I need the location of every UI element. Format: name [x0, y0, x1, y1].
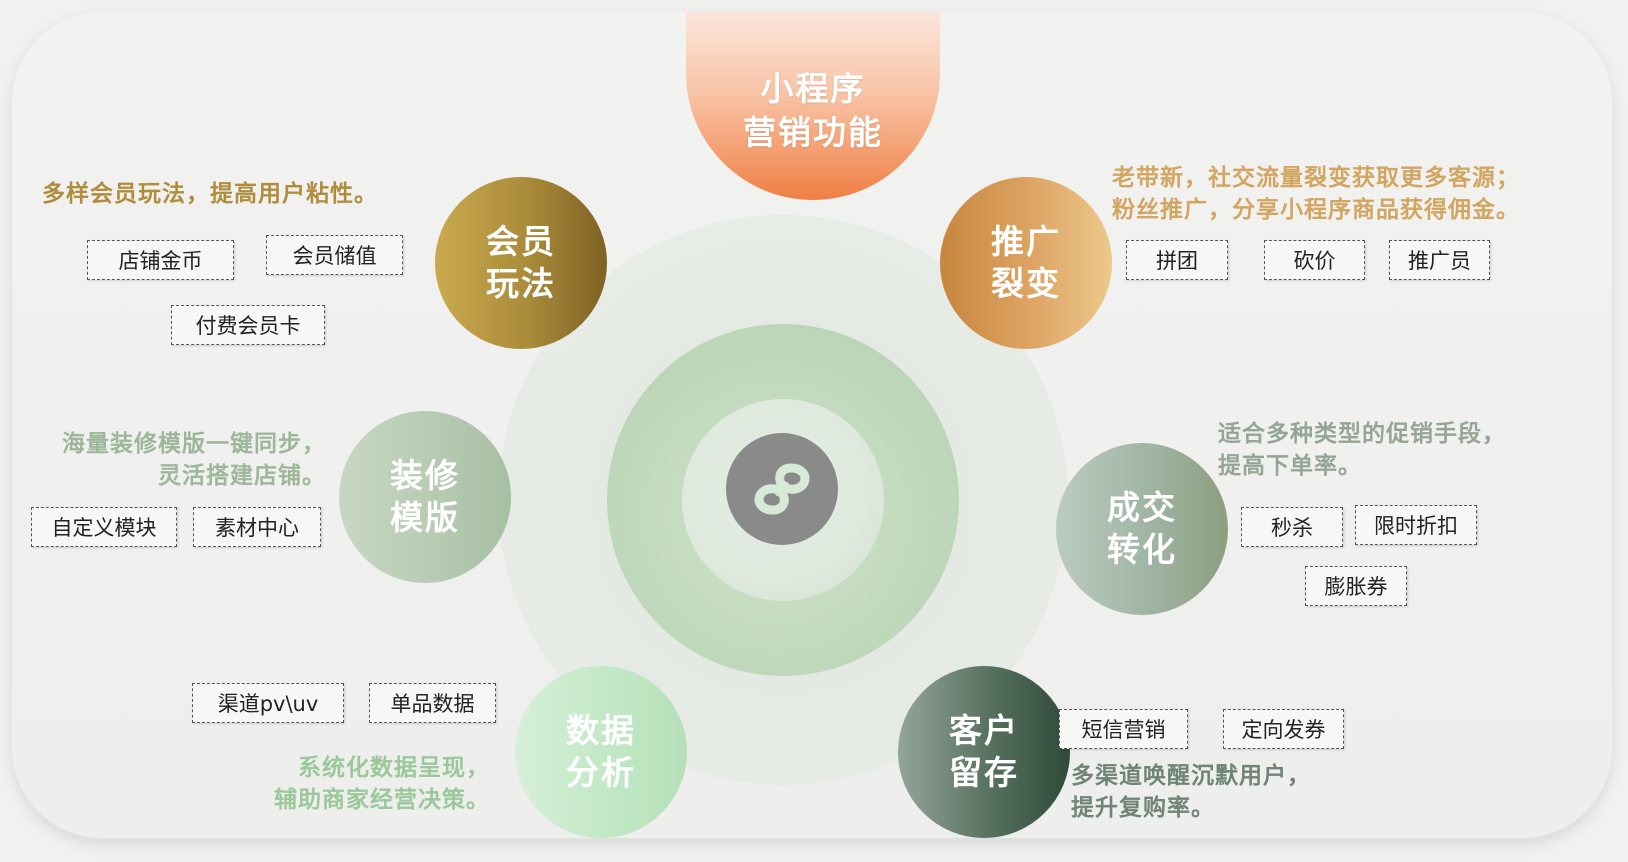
member-node-line-1: 会员 [486, 222, 556, 261]
promo-description-line-2: 粉丝推广，分享小程序商品获得佣金。 [1112, 197, 1520, 223]
title-line-2: 营销功能 [743, 113, 883, 152]
promo-node: 推广 裂变 [940, 177, 1112, 349]
tag-targeted-coupon: 定向发券 [1223, 709, 1344, 749]
promo-node-line-2: 裂变 [991, 264, 1061, 303]
title-line-1: 小程序 [760, 69, 866, 108]
data-analysis-description-line-2: 辅助商家经营决策。 [274, 787, 490, 813]
customer-retention-description-line-1: 多渠道唤醒沉默用户， [1071, 763, 1311, 789]
member-description-line: 多样会员玩法，提高用户粘性。 [42, 181, 378, 207]
tag-expand-coupon: 膨胀券 [1305, 566, 1407, 606]
conversion-description-line-2: 提高下单率。 [1218, 453, 1362, 479]
data-analysis-node-line-2: 分析 [566, 753, 636, 792]
template-node-line-1: 装修 [390, 456, 460, 495]
tag-group-buy: 拼团 [1126, 240, 1228, 280]
member-description: 多样会员玩法，提高用户粘性。 [42, 178, 378, 210]
conversion-description-line-1: 适合多种类型的促销手段， [1218, 421, 1506, 447]
promo-description-line-1: 老带新，社交流量裂变获取更多客源； [1112, 165, 1520, 191]
member-node-line-2: 玩法 [486, 264, 556, 303]
template-node: 装修 模版 [339, 411, 511, 583]
conversion-description: 适合多种类型的促销手段， 提高下单率。 [1218, 418, 1506, 482]
template-description-line-2: 灵活搭建店铺。 [158, 463, 326, 489]
promo-description: 老带新，社交流量裂变获取更多客源； 粉丝推广，分享小程序商品获得佣金。 [1112, 162, 1520, 226]
member-node: 会员 玩法 [435, 177, 607, 349]
tag-paid-member-card: 付费会员卡 [171, 305, 325, 345]
conversion-node-line-2: 转化 [1107, 530, 1177, 569]
tag-custom-module: 自定义模块 [31, 507, 177, 547]
tag-channel-pv-uv: 渠道pv\uv [192, 683, 344, 723]
customer-retention-node: 客户 留存 [898, 666, 1070, 838]
tag-material-center: 素材中心 [193, 507, 321, 547]
customer-retention-node-line-2: 留存 [949, 753, 1019, 792]
conversion-node: 成交 转化 [1056, 443, 1228, 615]
customer-retention-description-line-2: 提升复购率。 [1071, 795, 1215, 821]
customer-retention-node-line-1: 客户 [949, 711, 1019, 750]
tag-store-coins: 店铺金币 [87, 240, 234, 280]
customer-retention-description: 多渠道唤醒沉默用户， 提升复购率。 [1071, 760, 1311, 824]
data-analysis-node: 数据 分析 [515, 666, 687, 838]
mini-program-logo-icon [726, 433, 838, 545]
tag-promoter: 推广员 [1389, 240, 1490, 280]
conversion-node-line-1: 成交 [1107, 488, 1177, 527]
data-analysis-description: 系统化数据呈现， 辅助商家经营决策。 [160, 752, 490, 816]
data-analysis-node-line-1: 数据 [566, 711, 636, 750]
tag-bargain: 砍价 [1264, 240, 1365, 280]
tag-flash-sale: 秒杀 [1241, 507, 1343, 547]
tag-member-stored-value: 会员储值 [266, 235, 403, 275]
template-description-line-1: 海量装修模版一键同步， [62, 431, 326, 457]
promo-node-line-1: 推广 [991, 222, 1061, 261]
tag-limited-discount: 限时折扣 [1355, 505, 1477, 545]
data-analysis-description-line-1: 系统化数据呈现， [298, 755, 490, 781]
tag-sms-marketing: 短信营销 [1059, 709, 1188, 749]
template-node-line-2: 模版 [390, 498, 460, 537]
template-description: 海量装修模版一键同步， 灵活搭建店铺。 [32, 428, 326, 492]
tag-item-data: 单品数据 [369, 683, 496, 723]
